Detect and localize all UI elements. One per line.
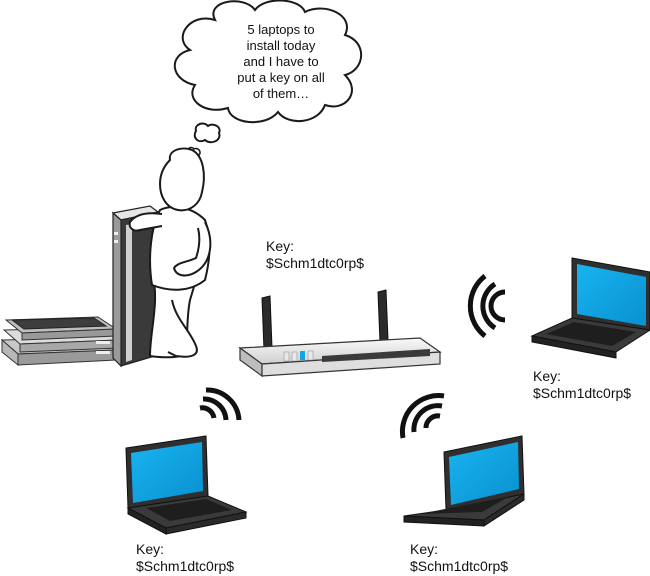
router-icon — [238, 289, 442, 378]
person-icon — [128, 147, 212, 359]
laptop-icon — [530, 257, 650, 359]
key-label: Key: — [410, 541, 439, 557]
thought-bubble-text: 5 laptops to install today and I have to… — [206, 22, 356, 102]
key-value: $Schm1dtc0rp$ — [266, 255, 365, 271]
server-rack-icon — [111, 205, 160, 368]
laptop-key-label-right: Key: $Schm1dtc0rp$ — [533, 368, 631, 402]
thought-line: 5 laptops to — [247, 22, 315, 37]
router-key-label: Key: $Schm1dtc0rp$ — [266, 238, 364, 272]
key-label: Key: — [533, 368, 562, 384]
thought-line: install today — [246, 38, 316, 53]
laptop-icon — [403, 435, 525, 527]
laptop-icon — [125, 435, 248, 535]
key-value: $Schm1dtc0rp$ — [410, 558, 509, 574]
wireless-signal-icon — [399, 393, 445, 439]
key-value: $Schm1dtc0rp$ — [136, 558, 235, 574]
key-label: Key: — [136, 541, 165, 557]
key-value: $Schm1dtc0rp$ — [533, 385, 632, 401]
laptop-key-label-bottom: Key: $Schm1dtc0rp$ — [410, 541, 508, 575]
wireless-signal-icon — [199, 387, 242, 421]
laptop-stack-icon — [0, 316, 120, 367]
laptop-key-label-left: Key: $Schm1dtc0rp$ — [136, 541, 234, 575]
thought-line: and I have to — [243, 54, 319, 69]
thought-line: of them… — [252, 86, 310, 101]
wireless-signal-icon — [467, 274, 506, 338]
key-label: Key: — [266, 238, 295, 254]
thought-line: put a key on all — [237, 70, 325, 85]
